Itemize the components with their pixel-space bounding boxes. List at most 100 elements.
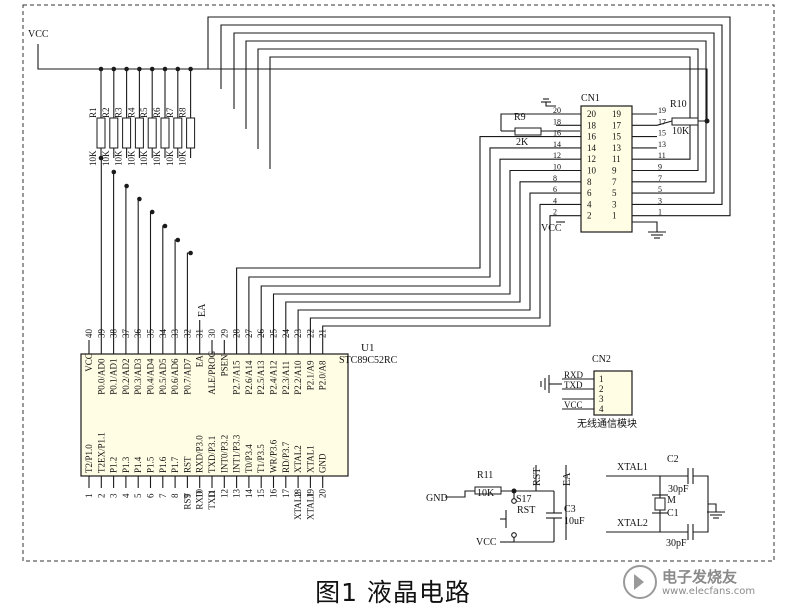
u1-top-pin-name: P2.2/A10 [293, 360, 303, 395]
resistor-junction [175, 66, 181, 72]
u1-bottom-pin-name: XTAL2 [293, 445, 303, 473]
resistor-ref: R3 [114, 107, 124, 118]
cn1-right-ext-number: 15 [658, 129, 666, 138]
cn1-right-ext-number: 13 [658, 140, 666, 149]
cn1-right-ext-number: 7 [658, 174, 662, 183]
cn2-pin-number: 1 [599, 374, 604, 384]
crystal-gnd-wire [708, 503, 717, 512]
u1-bottom-pin-number: 20 [318, 489, 328, 499]
u1-top-pin-name: P2.6/A14 [244, 360, 254, 395]
cn1-left-ext-number: 2 [553, 208, 557, 217]
u1-top-pin-number: 34 [158, 329, 168, 339]
u1-top-pin-name: P2.0/A8 [318, 360, 328, 390]
s17-label: RST [517, 505, 535, 516]
cn1-right-pin-number: 9 [612, 166, 617, 176]
p0-bus-wire [174, 239, 178, 340]
cn1-right-pin-number: 7 [612, 177, 617, 187]
resistor-body [173, 117, 183, 149]
watermark-url: www.elecfans.com [662, 586, 756, 597]
resistor-junction [188, 66, 193, 72]
u1-bottom-net-label: TXD [207, 491, 217, 510]
dashed-border [22, 4, 775, 562]
u1-top-pin-number: 30 [207, 329, 217, 339]
xtal2-label: XTAL2 [617, 518, 648, 529]
u1-top-pin-name: PSEN [219, 354, 229, 377]
c2-value: 30pF [668, 484, 689, 495]
u1-bottom-pin-number: 17 [281, 489, 291, 499]
u1-bottom-pin-number: 9 [182, 493, 192, 498]
u1-top-pins: 40VCC39P0.0/AD038P0.1/AD137P0.2/AD236P0.… [84, 329, 328, 395]
u1-ref: U1 [361, 342, 374, 354]
resistor-value: 10K [88, 150, 98, 166]
u1-top-pin-number: 22 [305, 329, 315, 338]
resistor-junction [98, 66, 104, 72]
u1-top-pin-number: 36 [133, 329, 143, 339]
cn1-left-ext-number: 8 [553, 174, 557, 183]
cn2-pin-number: 2 [599, 384, 604, 394]
watermark-logo-icon [623, 565, 657, 599]
u1-bottom-pin-number: 1 [84, 494, 94, 499]
u1-top-pin-number: 39 [96, 329, 106, 339]
watermark-text: 电子发烧友 [662, 568, 738, 586]
u1-bottom-pin-name: P1.5 [146, 456, 156, 473]
vcc-label-top: VCC [28, 29, 49, 40]
cn2-net-label: VCC [564, 400, 583, 410]
u1-top-pin-name: ALE/PROG [207, 350, 217, 395]
r9-ref: R9 [514, 112, 526, 123]
c3-ref: C3 [564, 504, 576, 515]
u1-bottom-pin-number: 7 [158, 493, 168, 498]
u1-bottom-pin-name: TXD/P3.1 [207, 436, 217, 473]
bus-junction [98, 155, 104, 161]
u1-top-pin-name: P0.4/AD4 [146, 358, 156, 395]
watermark: 电子发烧友 www.elecfans.com [622, 562, 772, 606]
cn1-right-pin-number: 11 [612, 154, 621, 164]
cn1-left-pin-number: 4 [587, 199, 592, 209]
cn1-left-ext-number: 4 [553, 196, 557, 205]
u1-top-pin-name: VCC [84, 353, 94, 372]
bus-junction [188, 250, 193, 256]
c2-ref: C2 [667, 454, 679, 465]
bus-junction [149, 209, 155, 215]
p2-bus-wire [248, 147, 556, 340]
resistor-value: 10K [101, 150, 111, 166]
u1-bottom-pin-number: 18 [293, 489, 303, 499]
resistor-body [147, 117, 157, 149]
u1-bottom-pin-name: T2EX/P1.1 [96, 432, 106, 473]
u1-top-pin-name: P2.5/A13 [256, 360, 266, 395]
cn1-left-pin-number: 8 [587, 177, 592, 187]
resistor-ref: R6 [152, 107, 162, 118]
cn1-right-ext-number: 3 [658, 196, 662, 205]
cn1-right-pin-number: 19 [612, 109, 622, 119]
bus-wires [98, 16, 731, 340]
u1-bottom-pin-number: 15 [256, 489, 266, 499]
gnd-label: GND [426, 493, 448, 504]
u1-top-pin-number: 38 [109, 329, 119, 339]
cn1-right-pin-number: 13 [612, 143, 622, 153]
cn1-left-pin-number: 10 [587, 166, 597, 176]
r10-body [671, 117, 699, 126]
u1-bottom-pin-name: RD/P3.7 [281, 441, 291, 473]
u1-top-pin-number: 31 [195, 329, 205, 338]
p0-bus-wire [149, 211, 153, 340]
cn1-left-pin-number: 18 [587, 120, 597, 130]
u1-bottom-pin-number: 5 [133, 493, 143, 498]
resistor-value: 10K [126, 150, 136, 166]
u1-bottom-pin-name: P1.6 [158, 456, 168, 473]
cn1-right-pin-number: 5 [612, 188, 617, 198]
u1-bottom-pin-name: P1.2 [109, 457, 119, 473]
u1-bottom-pin-number: 19 [305, 489, 315, 499]
u1-top-pin-name: P0.1/AD1 [109, 359, 119, 395]
u1-top-pin-number: 29 [219, 329, 229, 339]
u1-top-pin-name: P2.4/A12 [269, 361, 279, 395]
r10-junction [704, 118, 710, 124]
u1-top-pin-number: 32 [182, 329, 192, 338]
u1-top-pin-number: 27 [244, 329, 254, 339]
s17-ref: S17 [516, 494, 532, 505]
cn1-loop-wire [257, 48, 699, 172]
cn1-left-ext-number: 6 [553, 185, 557, 194]
cn1-loop-wire [220, 24, 723, 205]
p2-bus-wire [309, 203, 556, 340]
u1-bottom-pin-number: 6 [146, 493, 156, 498]
p2-bus-wire [272, 169, 556, 340]
